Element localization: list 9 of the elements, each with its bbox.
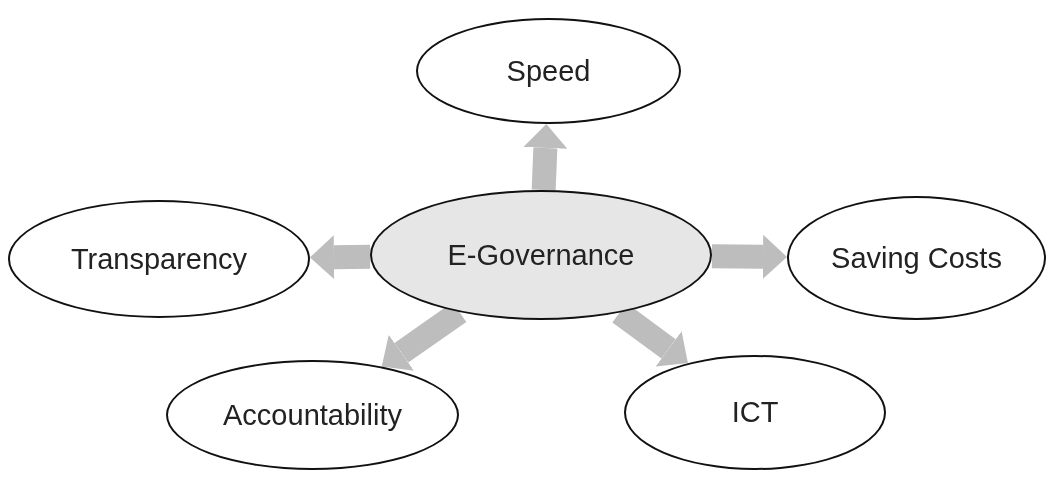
node-label: Saving Costs xyxy=(831,241,1002,275)
node-label: ICT xyxy=(731,396,779,429)
node-label: Transparency xyxy=(70,242,248,276)
node-label: E-Governance xyxy=(447,238,635,272)
block-arrow xyxy=(309,235,371,280)
block-arrow xyxy=(523,124,568,191)
block-arrow xyxy=(711,234,787,279)
node-label: Accountability xyxy=(223,398,402,432)
node-label: Speed xyxy=(506,54,591,88)
